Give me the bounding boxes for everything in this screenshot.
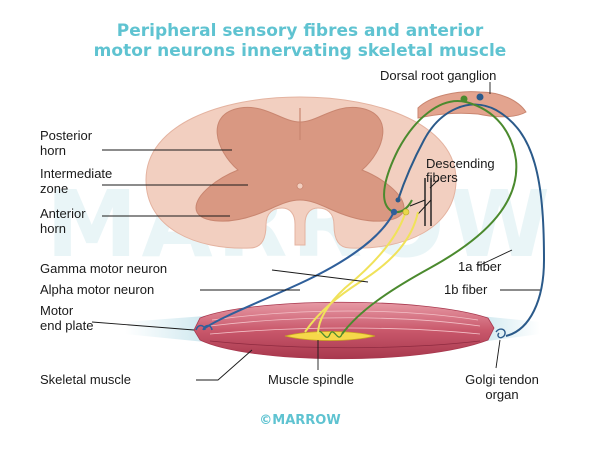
label-alpha-motor-neuron: Alpha motor neuron: [40, 282, 154, 297]
tendon-right: [480, 316, 540, 342]
label-anterior-horn-line1: Anterior: [40, 206, 86, 221]
leader-golgi-tendon-organ: [495, 339, 501, 369]
descending-fiber-branch: [409, 199, 432, 215]
label-muscle-spindle: Muscle spindle: [268, 372, 354, 387]
leader-1a-fiber: [477, 249, 513, 267]
muscle-spindle-shape: [284, 331, 376, 341]
spinal-cord-gray-matter: [195, 106, 405, 222]
label-motor-end-plate-line2: end plate: [40, 318, 94, 333]
label-golgi-tendon-organ-line1: Golgi tendon: [465, 372, 539, 387]
gamma-motor-neuron-path: [304, 211, 419, 333]
muscle-striation: [209, 317, 481, 327]
fiber-1a-path: [341, 100, 518, 335]
leader-motor-end-plate: [91, 321, 195, 331]
label-intermediate-zone-line1: Intermediate: [40, 166, 112, 181]
label-skeletal-muscle: Skeletal muscle: [40, 372, 131, 387]
gamma-motor-neuron-soma: [402, 208, 410, 216]
title-line-2: motor neurons innervating skeletal muscl…: [94, 41, 507, 61]
leader-skeletal-muscle: [196, 349, 253, 381]
footer-copyright: ©MARROW: [259, 413, 340, 428]
gamma-motor-neuron-path-2: [317, 213, 406, 335]
label-motor-end-plate-line1: Motor: [40, 303, 74, 318]
spinal-cord-section: [145, 96, 457, 249]
label-descending-fibers-line1: Descending: [426, 156, 495, 171]
alpha-motor-neuron-soma: [390, 208, 398, 216]
alpha-motor-neuron-path: [204, 211, 395, 329]
label-intermediate-zone-line2: zone: [40, 181, 68, 196]
muscle-striation: [209, 340, 481, 349]
skeletal-muscle-group: [125, 301, 540, 360]
spindle-coil: [317, 330, 343, 338]
label-golgi-tendon-organ-line2: organ: [485, 387, 518, 402]
golgi-tendon-organ-terminal: [495, 328, 506, 339]
muscle-striation: [211, 310, 479, 321]
label-1b-fiber: 1b fiber: [444, 282, 488, 297]
muscle-striation: [209, 327, 481, 335]
label-anterior-horn-line2: horn: [40, 221, 66, 236]
label-gamma-motor-neuron: Gamma motor neuron: [40, 261, 167, 276]
label-descending-fibers-line2: fibers: [426, 170, 458, 185]
title-line-1: Peripheral sensory fibres and anterior: [117, 21, 484, 41]
label-1a-fiber: 1a fiber: [458, 259, 502, 274]
leader-gamma-motor-neuron: [271, 269, 369, 283]
tendon-left: [125, 316, 205, 342]
leader-descending-fibers: [429, 179, 439, 189]
fiber-1b-terminal: [395, 197, 401, 203]
fiber-1b-path: [397, 103, 546, 337]
label-posterior-horn-line1: Posterior: [40, 128, 93, 143]
label-dorsal-root-ganglion: Dorsal root ganglion: [380, 68, 496, 83]
central-canal: [296, 182, 304, 190]
ganglion-cell-blue: [476, 93, 484, 101]
label-posterior-horn-line2: horn: [40, 143, 66, 158]
